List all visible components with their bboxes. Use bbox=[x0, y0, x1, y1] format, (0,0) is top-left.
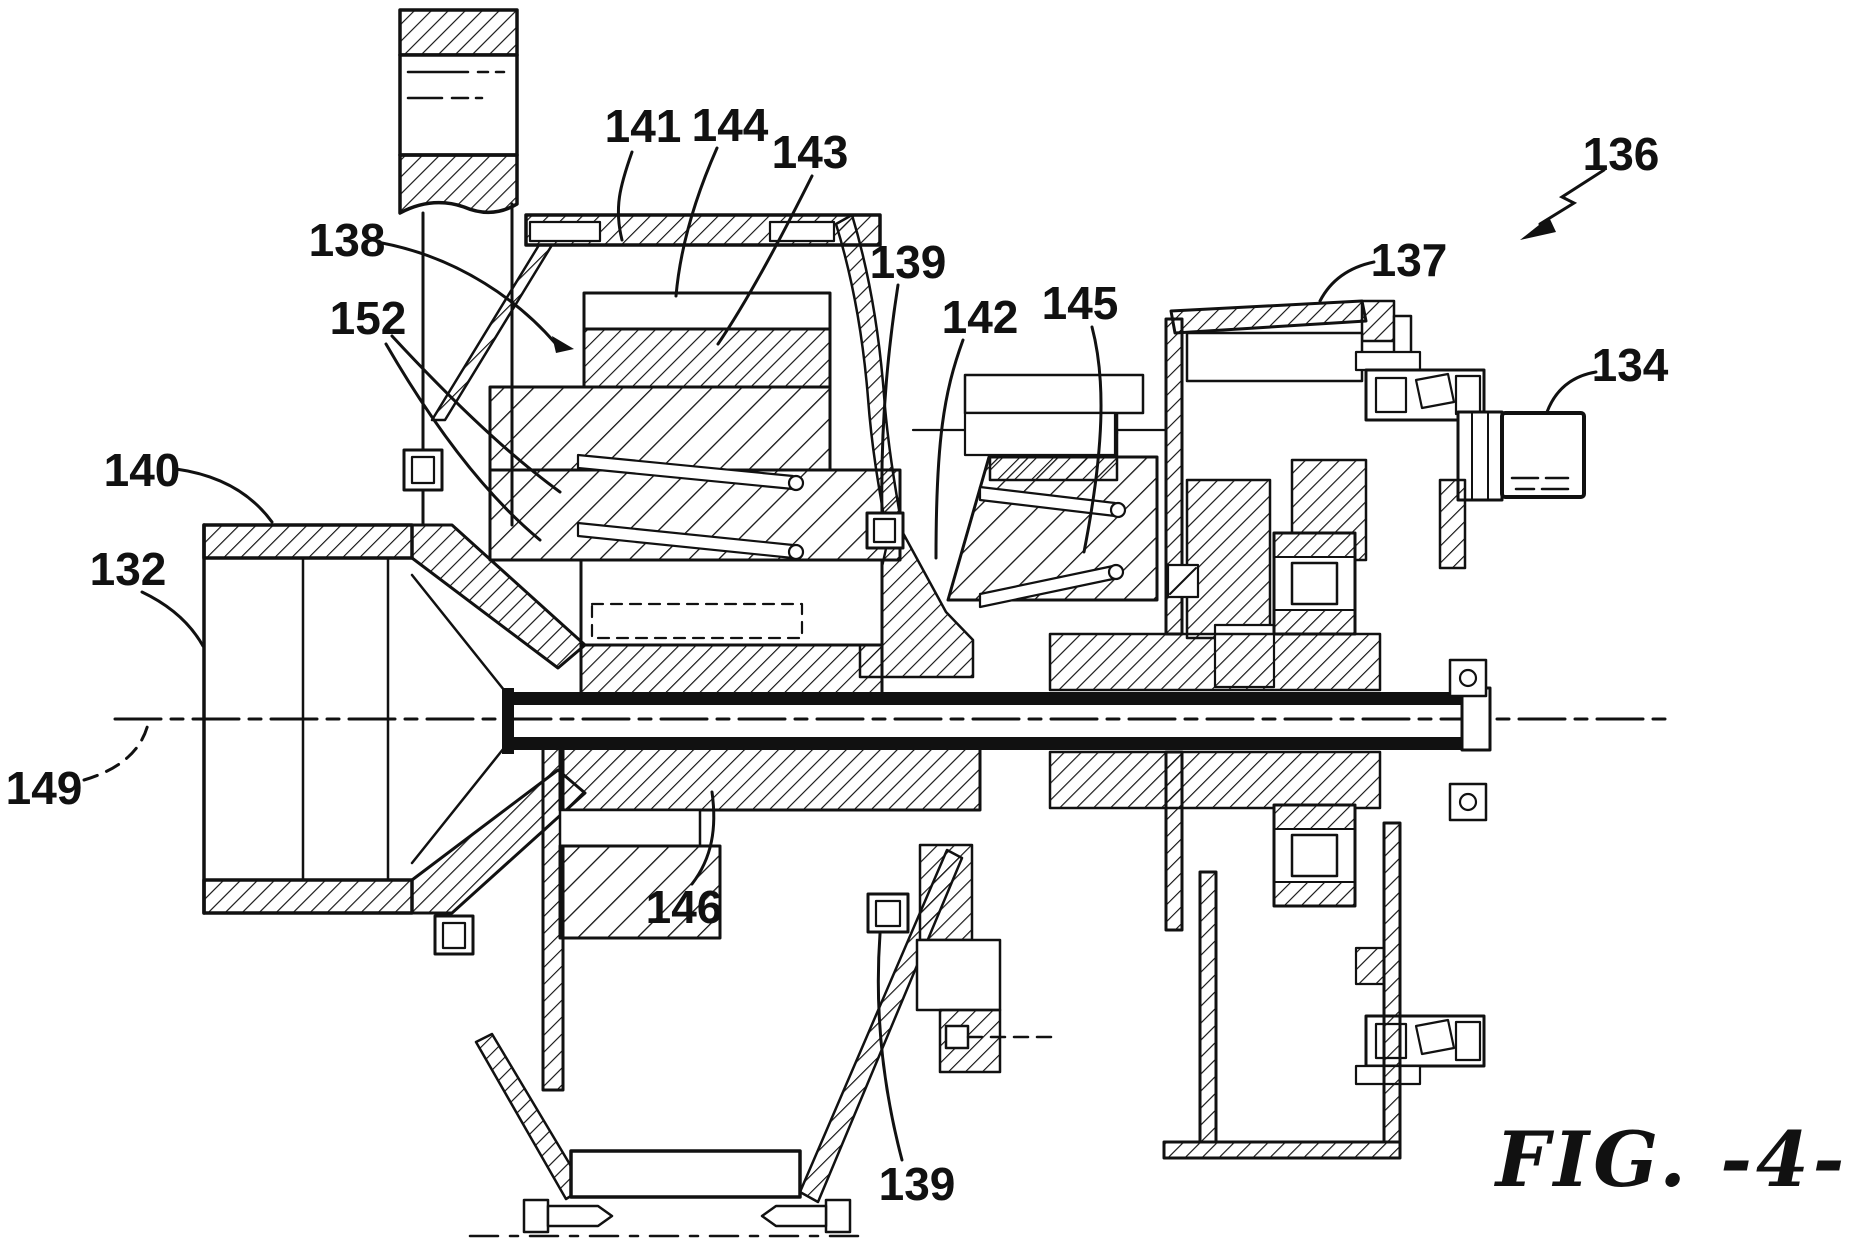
ref-label-144: 144 bbox=[692, 99, 769, 151]
leader-line-137 bbox=[1318, 260, 1376, 303]
ref-label-139b: 139 bbox=[879, 1158, 956, 1210]
ref-label-146: 146 bbox=[646, 881, 723, 933]
leader-line-138 bbox=[380, 241, 558, 346]
leader-line-136 bbox=[1538, 168, 1606, 226]
leader-line-144 bbox=[674, 146, 719, 298]
leader-line-139b bbox=[876, 932, 904, 1162]
ref-label-143: 143 bbox=[772, 126, 849, 178]
figure-caption: FIG. -4- bbox=[1494, 1115, 1849, 1204]
leader-line-140 bbox=[174, 467, 274, 524]
main-axis-centerline bbox=[113, 717, 1667, 1238]
leader-line-146 bbox=[690, 790, 716, 886]
ref-label-140: 140 bbox=[104, 444, 181, 496]
ref-label-138: 138 bbox=[309, 214, 386, 266]
leader-arrowhead-136 bbox=[1520, 217, 1556, 240]
ref-label-152: 152 bbox=[330, 292, 407, 344]
leader-line-142 bbox=[934, 338, 965, 560]
leader-line-134 bbox=[1545, 370, 1598, 414]
ref-label-141: 141 bbox=[605, 100, 682, 152]
ref-label-137: 137 bbox=[1371, 234, 1448, 286]
leader-line-132 bbox=[140, 590, 205, 648]
motor-housing bbox=[430, 213, 1167, 679]
leader-line-152 bbox=[390, 334, 562, 494]
main-shaft bbox=[512, 658, 1492, 822]
clutch-drum-housing bbox=[1048, 299, 1413, 932]
torque-arm bbox=[398, 8, 519, 527]
lower-gear-assembly bbox=[558, 746, 1060, 1074]
leader-line-152 bbox=[384, 342, 542, 542]
ref-label-136: 136 bbox=[1583, 128, 1660, 180]
stator-rotor-assembly bbox=[488, 291, 1159, 696]
leader-line-141 bbox=[616, 150, 634, 242]
leader-line-145 bbox=[1082, 325, 1103, 554]
leader-line-149 bbox=[82, 722, 150, 782]
ref-label-134: 134 bbox=[1592, 339, 1669, 391]
leader-line-143 bbox=[716, 174, 814, 346]
bottom-right-housing bbox=[1162, 821, 1402, 1160]
ref-label-132: 132 bbox=[90, 543, 167, 595]
leader-line-139a bbox=[880, 283, 900, 514]
ref-label-149: 149 bbox=[6, 762, 83, 814]
leader-arrowhead-138 bbox=[552, 336, 574, 353]
ref-label-142: 142 bbox=[942, 291, 1019, 343]
bearing-and-output-stub bbox=[1354, 350, 1586, 1086]
ref-label-145: 145 bbox=[1042, 277, 1119, 329]
ref-label-139a: 139 bbox=[870, 236, 947, 288]
